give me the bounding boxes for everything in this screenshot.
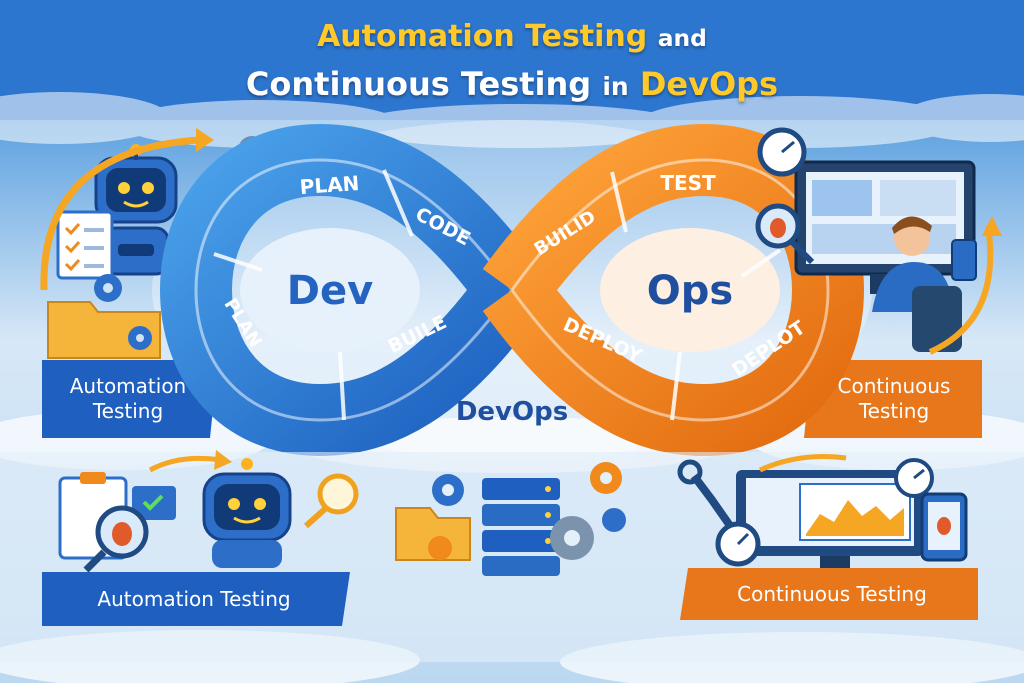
right-panel-banner <box>804 360 982 438</box>
bottom-right-label: Continuous Testing <box>688 568 976 620</box>
monitor-icon <box>736 470 924 568</box>
title-and: and <box>657 24 707 52</box>
cycle-arrow-icon <box>40 136 201 291</box>
magnifier-icon <box>303 473 359 529</box>
ops-loop <box>482 123 865 457</box>
title-devops: DevOps <box>639 65 779 103</box>
stopwatch-icon <box>715 458 934 567</box>
phone-icon <box>920 492 968 562</box>
phone-icon <box>951 239 977 281</box>
dev-loop <box>159 123 542 457</box>
server-icon <box>482 478 560 576</box>
right-panel-label: Continuous Testing <box>808 362 980 436</box>
left-panel-label: Automation Testing <box>46 362 210 436</box>
cycle-arrow-icon <box>928 225 994 355</box>
robot-icon <box>202 458 292 568</box>
monitor-icon <box>794 160 976 294</box>
person-icon <box>872 216 962 352</box>
bug-magnifier-icon <box>755 203 815 265</box>
title-automation-testing: Automation Testing <box>317 19 648 54</box>
right-panel-label-line2: Testing <box>858 399 930 423</box>
right-panel-label-line1: Continuous <box>837 374 951 398</box>
title-in: in <box>602 72 629 101</box>
title-continuous-testing: Continuous Testing <box>245 65 592 103</box>
bug-magnifier-icon <box>83 505 149 573</box>
left-panel-label-line2: Testing <box>92 399 164 423</box>
stopwatch-icon <box>757 127 807 177</box>
left-panel-label-line1: Automation <box>69 374 187 398</box>
page-title: Automation Testing and Continuous Testin… <box>0 14 1024 110</box>
left-panel-banner <box>42 360 218 438</box>
bottom-left-label-text: Automation Testing <box>97 586 291 611</box>
bottom-right-banner <box>680 568 978 620</box>
cycle-arrow-icon <box>758 454 847 473</box>
cycle-arrow-icon <box>148 455 221 473</box>
gear-icon <box>428 462 626 560</box>
bottom-right-label-text: Continuous Testing <box>737 581 927 606</box>
bottom-left-banner <box>42 572 350 626</box>
checklist-icon <box>56 210 114 280</box>
bottom-left-label: Automation Testing <box>46 572 342 626</box>
